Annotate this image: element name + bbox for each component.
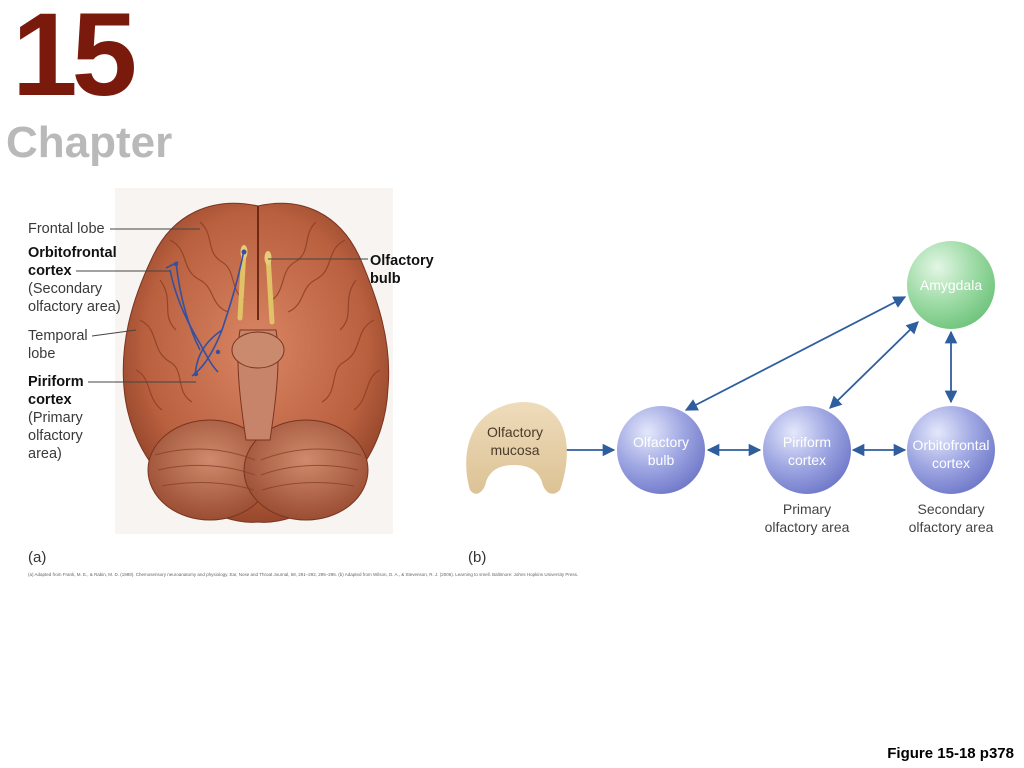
temporal-lobe-label-line2: lobe bbox=[28, 346, 56, 362]
olfactory-bulb-label-line2: bulb bbox=[370, 271, 401, 287]
amygdala-node bbox=[907, 241, 995, 329]
secondary-area-label-line1: Secondary bbox=[918, 501, 985, 517]
olfactory-mucosa-node bbox=[466, 402, 567, 494]
olfactory-bulb-label-line1: Olfactory bbox=[370, 253, 434, 269]
secondary-area-label-line2: olfactory area bbox=[909, 519, 994, 535]
arrow-bulb-amygdala bbox=[684, 296, 907, 411]
frontal-lobe-label: Frontal lobe bbox=[28, 221, 105, 237]
piriform-label-line2: cortex bbox=[28, 392, 72, 408]
orbitofrontal-label-line1: Orbitofrontal bbox=[912, 437, 989, 453]
chapter-number: 15 bbox=[12, 0, 137, 121]
orbitofrontal-label-line1: Orbitofrontal bbox=[28, 245, 117, 261]
orbitofrontal-sub-line1: (Secondary bbox=[28, 281, 103, 297]
bulb-label-line1: Olfactory bbox=[633, 434, 689, 450]
olfactory-bulb-node bbox=[617, 406, 705, 494]
figure-credit: (a) Adapted from Frank, M. E., & Rabin, … bbox=[28, 572, 579, 577]
piriform-cortex-node bbox=[763, 406, 851, 494]
piriform-label-line1: Piriform bbox=[783, 434, 831, 450]
orbitofrontal-label-line2: cortex bbox=[932, 455, 970, 471]
mucosa-label-line1: Olfactory bbox=[487, 424, 543, 440]
panel-a-label: (a) bbox=[28, 549, 47, 566]
orbitofrontal-label-line2: cortex bbox=[28, 263, 72, 279]
mucosa-label-line2: mucosa bbox=[490, 442, 539, 458]
orbitofrontal-sub-line2: olfactory area) bbox=[28, 299, 121, 315]
panel-b-label: (b) bbox=[468, 549, 487, 566]
temporal-lobe-label-line1: Temporal bbox=[28, 328, 88, 344]
piriform-label-line1: Piriform bbox=[28, 374, 84, 390]
piriform-label-line2: cortex bbox=[788, 452, 826, 468]
piriform-sub-line1: (Primary bbox=[28, 410, 83, 426]
primary-area-label-line1: Primary bbox=[783, 501, 831, 517]
piriform-sub-line2: olfactory bbox=[28, 428, 83, 444]
orbitofrontal-cortex-node bbox=[907, 406, 995, 494]
figure-caption: Figure 15-18 p378 bbox=[887, 745, 1014, 762]
bulb-label-line2: bulb bbox=[648, 452, 675, 468]
chapter-title: Chapter bbox=[6, 118, 173, 167]
leader-lines bbox=[76, 228, 368, 383]
piriform-sub-line3: area) bbox=[28, 446, 62, 462]
primary-area-label-line2: olfactory area bbox=[765, 519, 850, 535]
pathway-arrows bbox=[566, 296, 958, 457]
amygdala-label: Amygdala bbox=[920, 277, 982, 293]
arrow-piriform-amygdala bbox=[829, 321, 919, 409]
